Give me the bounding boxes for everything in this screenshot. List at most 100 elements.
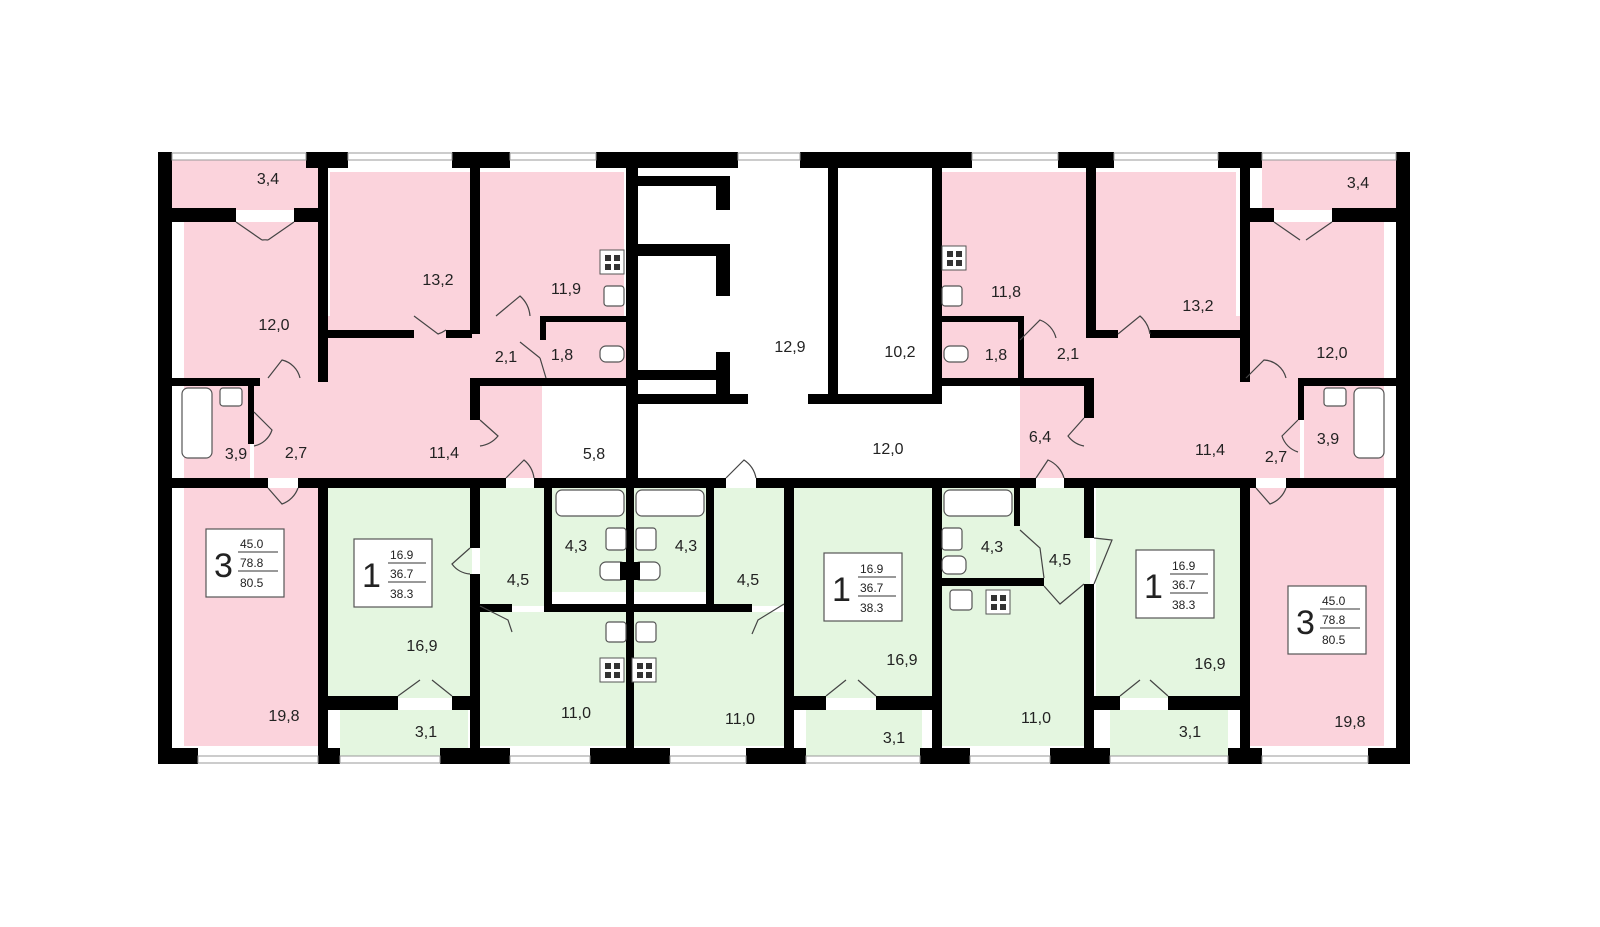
door-swing-icon: [1119, 679, 1169, 697]
wall-a3-bath-v: [1014, 486, 1020, 526]
wall-re-v1: [932, 160, 942, 380]
door-swing-icon: [825, 679, 877, 697]
door-swing-icon: [267, 359, 301, 379]
badge-frame: [1135, 549, 1215, 619]
badge-total: 78.8: [1322, 613, 1346, 627]
window-bottom-2: [339, 755, 441, 764]
wall-center-v: [626, 486, 634, 748]
badge-rooms: 3: [214, 547, 233, 585]
wall-stair-3: [636, 244, 730, 256]
wall-re-h2: [1298, 378, 1396, 386]
wall-a4-balc: [1092, 696, 1120, 710]
room-fill-lw-hall: [326, 316, 542, 478]
room-area-lw-room2: 13,2: [422, 272, 453, 289]
wall-a1-balc: [326, 696, 398, 710]
room-labels: 3,4 12,0 13,2 11,9 2,1 1,8 3,9 2,7 11,4 …: [225, 171, 1369, 747]
badge-frame: [353, 538, 433, 608]
door-swing-icon: [1019, 529, 1045, 579]
badge-living: 45.0: [240, 537, 264, 551]
wall-top-2: [452, 152, 510, 168]
stove-icon: [599, 249, 625, 275]
wall-re-wc-h: [940, 316, 1024, 322]
wall-lift-b: [808, 394, 942, 404]
stoves: [599, 245, 1011, 683]
wall-stair-4: [716, 244, 730, 296]
wall-re-v3: [1240, 160, 1250, 382]
door-swing-icon: [267, 487, 299, 505]
room-fills: [172, 160, 1396, 756]
room-fill-re-hall: [1020, 316, 1246, 478]
door-swing-icon: [1273, 221, 1333, 241]
wall-re-bath-v: [1298, 384, 1304, 420]
apartment-badge-a1: 1 16.9 36.7 38.3: [353, 538, 433, 608]
sink-icon: [635, 527, 657, 551]
door-swing-icon: [253, 411, 273, 447]
wall-re-h1: [1086, 330, 1118, 338]
room-area-lw-balcony: 3,4: [257, 171, 279, 188]
window-bottom-4: [669, 755, 747, 764]
wall-a3-v2: [1084, 486, 1094, 538]
window-bottom-3: [509, 755, 591, 764]
stove-icon: [599, 657, 625, 683]
wall-stair-2: [716, 176, 730, 210]
room-fill-lw-balcony: [172, 160, 318, 210]
wall-corr-bottom-1: [326, 478, 506, 488]
sink-icon: [635, 621, 657, 643]
door-swing-icon: [235, 221, 295, 241]
window-top-2: [347, 152, 453, 161]
wall-re-corr-v: [1084, 378, 1094, 418]
room-fill-lw-room1: [184, 222, 320, 380]
badge-total-balcony: 38.3: [390, 587, 414, 601]
room-area-corridor-left: 5,8: [583, 446, 605, 463]
room-area-lw-hall2: 2,7: [285, 445, 307, 462]
wall-lw-v2: [470, 160, 480, 334]
wall-lw-v3: [626, 160, 638, 480]
wall-top-5: [918, 152, 972, 168]
sink-icon: [941, 527, 963, 551]
wall-re-balcony: [1246, 208, 1274, 222]
stove-icon: [985, 589, 1011, 615]
door-swing-icon: [479, 605, 513, 633]
badge-total: 78.8: [240, 556, 264, 570]
badge-total: 36.7: [390, 567, 414, 581]
room-fill-lw-kitchen: [480, 172, 624, 316]
wall-lw-h3: [172, 478, 268, 488]
room-area-re-kitchen: 11,8: [991, 284, 1021, 301]
wall-a3-v1: [932, 486, 942, 750]
room-area-a3-kitchen: 11,0: [1021, 710, 1051, 727]
room-area-lw-room1: 12,0: [258, 317, 289, 334]
apartment-badge-right-3: 3 45.0 78.8 80.5: [1287, 585, 1367, 655]
wall-bottom-8: [1228, 748, 1262, 764]
room-area-re-room3: 19,8: [1334, 714, 1365, 731]
wall-lw-h1: [326, 330, 414, 338]
room-area-lw-hall-small: 2,1: [495, 349, 517, 366]
window-top-4: [737, 152, 801, 161]
room-area-a4-balcony: 3,1: [1179, 724, 1201, 741]
stove-icon: [631, 657, 657, 683]
wall-top-3: [596, 152, 738, 168]
room-fill-lw-hall2: [254, 380, 326, 478]
room-fill-re-room1: [1250, 222, 1384, 380]
room-fill-re-hall2: [1246, 380, 1300, 478]
sink-icon: [605, 527, 627, 551]
room-area-a2-bath: 4,3: [675, 538, 697, 555]
door-swing-icon: [1281, 419, 1299, 453]
stove-icon: [941, 245, 967, 271]
room-area-corridor-right: 6,4: [1029, 429, 1051, 446]
bathtub-icon: [943, 489, 1013, 517]
badge-rooms: 3: [1296, 604, 1315, 642]
door-swing-icon: [1019, 319, 1057, 341]
wall-a1-kit-h2: [544, 604, 630, 612]
badge-living: 16.9: [1172, 559, 1196, 573]
wall-lw-balcony: [172, 208, 236, 222]
room-area-a1-balcony: 3,1: [415, 724, 437, 741]
wall-re-balcony-b: [1332, 208, 1396, 222]
badge-frame: [205, 528, 285, 598]
door-swing-icon: [1255, 487, 1287, 505]
apartment-badge-left-3: 3 45.0 78.8 80.5: [205, 528, 285, 598]
door-swing-icon: [1245, 359, 1287, 379]
sink-icon: [603, 285, 625, 307]
wall-top-4: [800, 152, 918, 168]
badge-total-balcony: 80.5: [1322, 633, 1346, 647]
